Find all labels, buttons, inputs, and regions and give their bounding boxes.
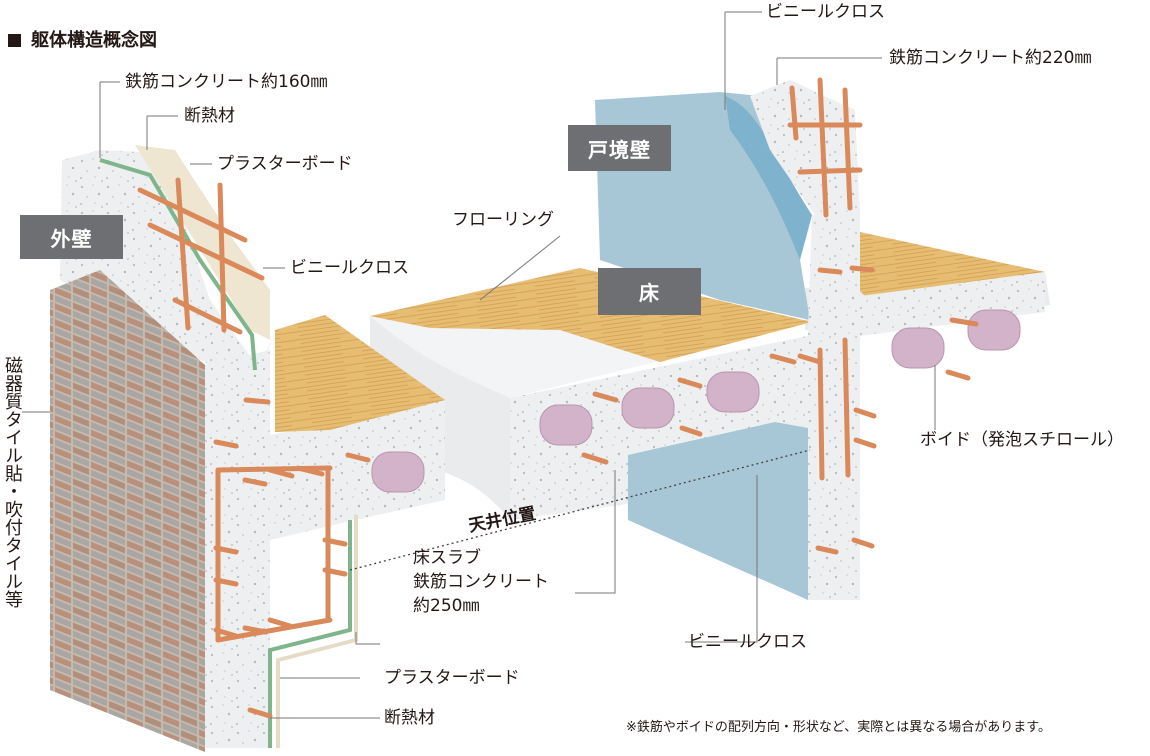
void-cylinders xyxy=(371,309,1021,493)
label-vinyl-cloth-bottom: ビニールクロス xyxy=(688,632,807,652)
footnote: ※鉄筋やボイドの配列方向・形状など、実際とは異なる場合があります。 xyxy=(626,720,1051,735)
left-insulation-bottom xyxy=(268,520,352,748)
label-floor-slab: 床スラブ 鉄筋コンクリート 約250㎜ xyxy=(413,548,549,616)
partition-wall-lower xyxy=(628,422,808,600)
tag-floor: 床 xyxy=(598,268,701,315)
left-plasterboard-bottom xyxy=(276,515,358,748)
left-plasterboard xyxy=(135,145,270,340)
label-plasterboard-top: プラスターボード xyxy=(217,154,353,174)
left-flooring xyxy=(275,315,445,432)
label-insulation-bottom: 断熱材 xyxy=(384,708,435,728)
label-rc-160: 鉄筋コンクリート約160㎜ xyxy=(125,72,328,92)
exterior-wall-top xyxy=(60,150,275,370)
label-vinyl-cloth-top: ビニールクロス xyxy=(766,2,885,22)
label-insulation-top: 断熱材 xyxy=(184,106,235,126)
vinyl-curl xyxy=(725,96,812,260)
title-text: 躯体構造概念図 xyxy=(31,30,157,51)
tile-facade xyxy=(50,270,205,752)
left-insulation-top xyxy=(99,158,257,371)
label-void: ボイド（発泡スチロール） xyxy=(920,430,1124,450)
partition-concrete-top xyxy=(750,80,860,222)
tag-exterior-wall: 外壁 xyxy=(20,215,123,259)
label-flooring: フローリング xyxy=(452,210,554,230)
far-flooring xyxy=(820,232,1045,296)
label-tile: 磁器質タイル貼・吹付タイル等 xyxy=(2,356,23,608)
label-plasterboard-bottom: プラスターボード xyxy=(384,668,520,688)
main-flooring xyxy=(370,268,812,362)
partition-concrete-right xyxy=(808,210,860,600)
far-slab-side xyxy=(860,272,1045,336)
tag-partition-wall: 戸境壁 xyxy=(568,125,671,171)
label-rc-220: 鉄筋コンクリート約220㎜ xyxy=(889,48,1092,68)
label-vinyl-cloth-left: ビニールクロス xyxy=(290,258,409,278)
title-square-icon xyxy=(8,34,21,47)
diagram-title: 躯体構造概念図 xyxy=(8,26,157,52)
leader-lines xyxy=(22,11,936,719)
rebar-ends xyxy=(213,265,979,719)
ceiling-dotted-line xyxy=(349,449,811,571)
